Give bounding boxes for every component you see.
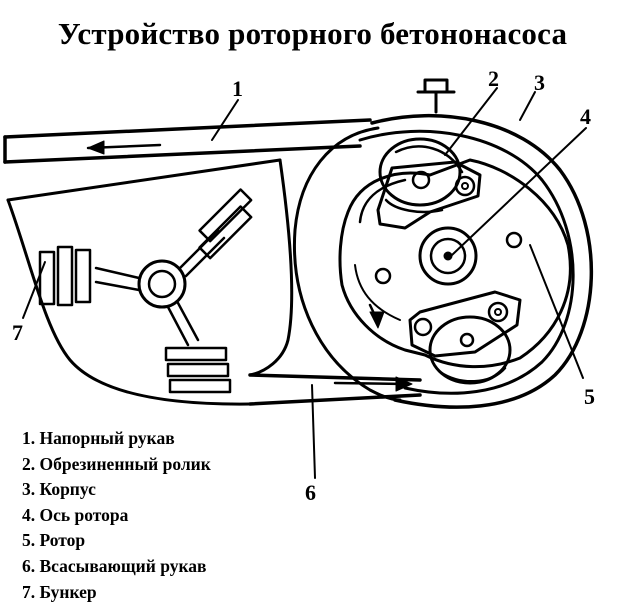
callout-5: 5 — [584, 384, 595, 409]
roller-top — [376, 137, 482, 230]
rotor-axle — [418, 226, 478, 286]
rotor — [338, 158, 572, 369]
housing — [292, 78, 593, 409]
callout-4: 4 — [580, 104, 591, 129]
legend-item-rotor: 5. Ротор — [22, 530, 86, 551]
mixer — [38, 188, 253, 394]
diagram-title: Устройство роторного бетононасоса — [57, 16, 568, 51]
callout-6: 6 — [305, 480, 316, 505]
leader-lines — [22, 87, 587, 479]
legend-item-housing: 3. Корпус — [22, 479, 96, 500]
hopper — [6, 158, 294, 406]
legend: 1. Напорный рукав 2. Обрезиненный ролик … — [22, 426, 211, 605]
legend-item-suction-hose: 6. Всасывающий рукав — [22, 555, 207, 576]
suction-hose — [248, 373, 422, 406]
legend-item-pressure-hose: 1. Напорный рукав — [22, 428, 175, 448]
roller-bottom — [408, 290, 522, 385]
callout-7: 7 — [12, 320, 23, 345]
legend-item-roller: 2. Обрезиненный ролик — [22, 453, 211, 474]
legend-item-rotor-axle: 4. Ось ротора — [22, 504, 129, 525]
callout-1: 1 — [232, 76, 243, 101]
callout-2: 2 — [488, 66, 499, 91]
callout-3: 3 — [534, 70, 545, 95]
pressure-hose — [3, 118, 372, 164]
legend-item-hopper: 7. Бункер — [22, 581, 97, 602]
